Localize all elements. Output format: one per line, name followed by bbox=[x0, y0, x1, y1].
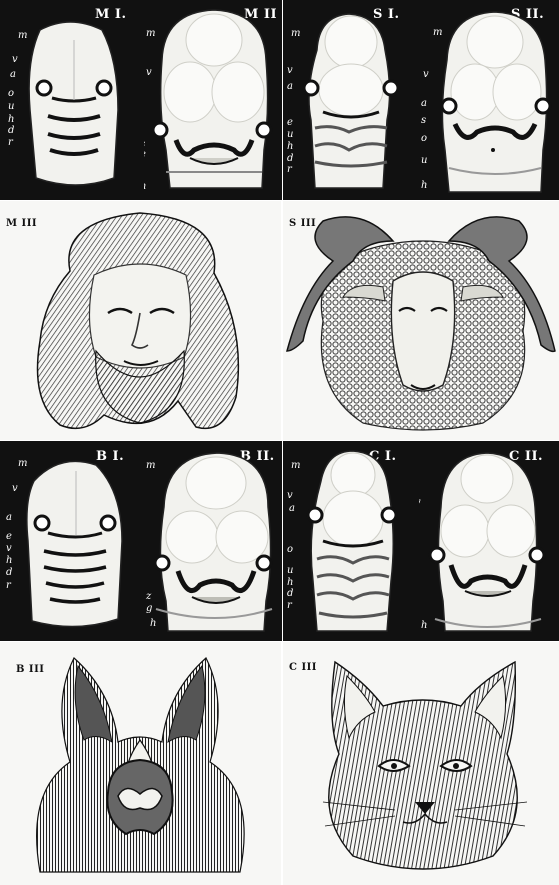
label-u: u bbox=[287, 566, 293, 576]
label-o: o bbox=[287, 545, 293, 555]
panel-b1: B I. m v a e v h d r bbox=[0, 441, 144, 641]
human-head-icon bbox=[0, 201, 281, 440]
panel-s2: S II. m v a s o u h bbox=[419, 0, 559, 200]
label-d: d bbox=[8, 126, 14, 136]
label-r: r bbox=[8, 138, 13, 148]
label-m: m bbox=[291, 461, 300, 471]
label-m: m bbox=[433, 28, 442, 38]
label-u: u bbox=[421, 156, 427, 166]
label-h: h bbox=[150, 619, 156, 629]
label-u: u bbox=[287, 130, 293, 140]
label-h: h bbox=[287, 578, 293, 588]
label-a: a bbox=[6, 513, 12, 523]
label-d: d bbox=[6, 568, 12, 578]
embryo-head-icon bbox=[144, 0, 282, 200]
label-h: h bbox=[144, 182, 146, 192]
label-r: r bbox=[6, 581, 11, 591]
embryo-head-icon bbox=[283, 0, 419, 200]
label-v: v bbox=[423, 70, 429, 80]
label-z: z bbox=[146, 592, 151, 602]
label-m: m bbox=[146, 461, 155, 471]
panel-s1: S I. m v a e u h d r bbox=[283, 0, 419, 200]
label-v: v bbox=[146, 68, 152, 78]
embryo-head-icon bbox=[419, 441, 559, 641]
label-v: v bbox=[12, 55, 18, 65]
label-a: a bbox=[289, 504, 295, 514]
label-d: d bbox=[287, 154, 293, 164]
panel-c3: C III bbox=[283, 642, 559, 885]
panel-m2: M II m v a s e u h bbox=[144, 0, 282, 200]
label-m: m bbox=[18, 459, 27, 469]
panel-c2: C II. m v a k z g h bbox=[419, 441, 559, 641]
label-e: e bbox=[6, 532, 12, 542]
label-m: m bbox=[146, 29, 155, 39]
label-d: d bbox=[287, 589, 293, 599]
label-h: h bbox=[6, 556, 12, 566]
embryo-head-icon bbox=[144, 441, 282, 641]
ram-head-icon bbox=[283, 201, 559, 440]
panel-b2: B II. m v a k z g h bbox=[144, 441, 282, 641]
label-v: v bbox=[287, 491, 293, 501]
panel-b3: B III bbox=[0, 642, 281, 885]
label-a: a bbox=[287, 82, 293, 92]
label-m: m bbox=[18, 31, 27, 41]
label-u: u bbox=[8, 102, 14, 112]
label-h: h bbox=[421, 181, 427, 191]
label-r: r bbox=[287, 165, 292, 175]
label-h: h bbox=[8, 115, 14, 125]
label-e: e bbox=[144, 150, 146, 160]
label-h: h bbox=[421, 621, 427, 631]
label-e: e bbox=[287, 118, 293, 128]
label-m: m bbox=[291, 29, 300, 39]
cat-head-icon bbox=[283, 642, 559, 885]
label-a: a bbox=[10, 70, 16, 80]
label-g: g bbox=[146, 604, 152, 614]
embryo-head-icon bbox=[0, 441, 144, 641]
label-r: r bbox=[287, 601, 292, 611]
label-h: h bbox=[287, 142, 293, 152]
label-o: o bbox=[421, 134, 427, 144]
label-v: v bbox=[12, 484, 18, 494]
bat-head-icon bbox=[0, 642, 281, 885]
label-v: v bbox=[419, 498, 421, 508]
label-v: v bbox=[287, 66, 293, 76]
panel-m3: M III bbox=[0, 201, 281, 440]
label-v2: v bbox=[6, 544, 12, 554]
panel-c1: C I. m v a o u h d r bbox=[283, 441, 419, 641]
embryo-head-icon bbox=[283, 441, 419, 641]
label-s: s bbox=[421, 116, 426, 126]
label-o: o bbox=[8, 89, 14, 99]
panel-s3: S III bbox=[283, 201, 559, 440]
panel-m1: M I. m v a o u h d r bbox=[0, 0, 144, 200]
label-a: a bbox=[421, 99, 427, 109]
